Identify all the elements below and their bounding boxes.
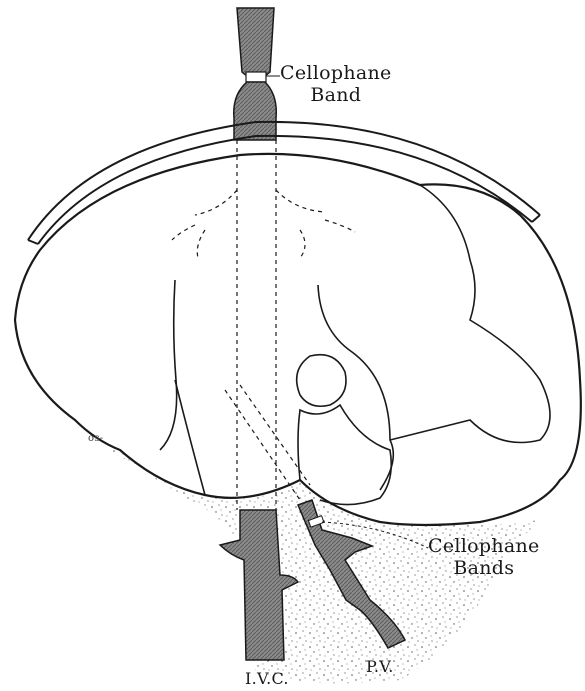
diaphragm-end-right bbox=[532, 215, 540, 222]
liver-outline bbox=[15, 154, 581, 525]
label-cellophane-bands-bottom-line2: Bands bbox=[428, 557, 540, 579]
artist-signature: os- bbox=[88, 428, 103, 450]
vessel-bulb bbox=[234, 82, 277, 140]
superior-vena-cava bbox=[237, 8, 274, 78]
caudate-lobe bbox=[297, 355, 346, 407]
label-cellophane-band-top: Cellophane Band bbox=[280, 62, 392, 106]
label-cellophane-bands-bottom: Cellophane Bands bbox=[428, 535, 540, 579]
cellophane-band-top bbox=[246, 72, 266, 82]
label-cellophane-band-top-line1: Cellophane bbox=[280, 62, 392, 84]
label-pv: P.V. bbox=[366, 656, 394, 678]
label-cellophane-band-top-line2: Band bbox=[280, 84, 392, 106]
label-cellophane-bands-bottom-line1: Cellophane bbox=[428, 535, 540, 557]
label-ivc: I.V.C. bbox=[245, 668, 289, 690]
diaphragm-end-left bbox=[28, 240, 38, 244]
